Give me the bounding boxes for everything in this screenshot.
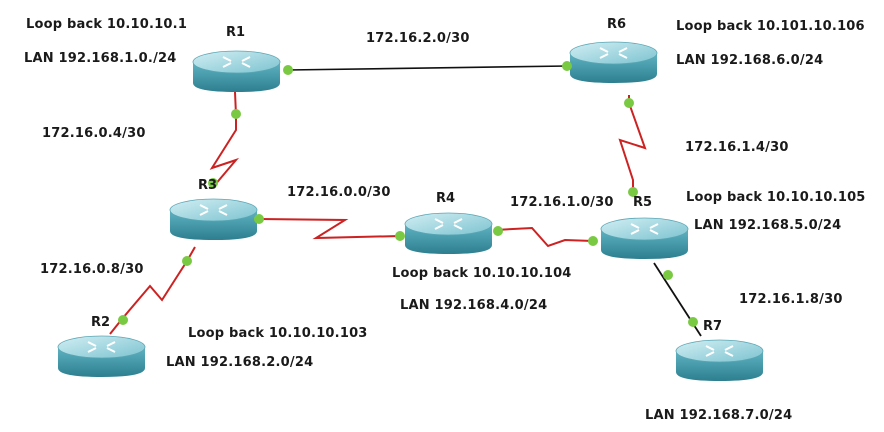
port-dot [182, 256, 192, 266]
r7-lan-label: LAN 192.168.7.0/24 [645, 408, 793, 423]
port-dot [395, 231, 405, 241]
port-dot [663, 270, 673, 280]
port-dot [624, 98, 634, 108]
port-dot [231, 109, 241, 119]
r5-lan-label: LAN 192.168.5.0/24 [694, 218, 842, 233]
router-name-r2: R2 [91, 315, 111, 330]
subnet-label-r3-r4: 172.16.0.0/30 [287, 185, 391, 200]
subnet-label-r5-r7: 172.16.1.8/30 [739, 292, 843, 307]
subnet-label-r1-r6: 172.16.2.0/30 [366, 31, 470, 46]
router-r2[interactable] [57, 335, 146, 377]
link-r4-r5 [494, 226, 594, 248]
link-r1-r3 [209, 91, 240, 187]
r6-loopback-label: Loop back 10.101.10.106 [676, 19, 865, 34]
router-r1[interactable] [192, 50, 281, 92]
port-dot [208, 178, 218, 188]
port-dot [254, 214, 264, 224]
subnet-label-r4-r5: 172.16.1.0/30 [510, 195, 614, 210]
r1-lan-label: LAN 192.168.1.0./24 [24, 51, 177, 66]
r5-loopback-label: Loop back 10.10.10.105 [686, 190, 866, 205]
router-r4[interactable] [404, 212, 493, 254]
r6-lan-label: LAN 192.168.6.0/24 [676, 53, 824, 68]
router-name-r7: R7 [703, 319, 723, 334]
r2-loopback-label: Loop back 10.10.10.103 [188, 326, 368, 341]
link-r6-r5 [618, 95, 647, 192]
router-name-r3: R3 [198, 178, 218, 193]
r4-loopback-label: Loop back 10.10.10.104 [392, 266, 572, 281]
port-dot [493, 226, 503, 236]
router-name-r4: R4 [436, 191, 456, 206]
link-r3-r4 [258, 218, 401, 240]
port-dot [688, 317, 698, 327]
router-r7[interactable] [675, 339, 764, 381]
router-r5[interactable] [600, 217, 689, 259]
port-dot [283, 65, 293, 75]
subnet-label-r3-r2: 172.16.0.8/30 [40, 262, 144, 277]
r2-lan-label: LAN 192.168.2.0/24 [166, 355, 314, 370]
r4-lan-label: LAN 192.168.4.0/24 [400, 298, 548, 313]
router-name-r5: R5 [633, 195, 653, 210]
port-dot [118, 315, 128, 325]
router-name-r1: R1 [226, 25, 246, 40]
link-r1-r6 [286, 65, 569, 71]
router-r6[interactable] [569, 41, 658, 83]
router-name-r6: R6 [607, 17, 627, 32]
router-r3[interactable] [169, 198, 258, 240]
port-dot [588, 236, 598, 246]
r1-loopback-label: Loop back 10.10.10.1 [26, 17, 188, 32]
port-dot [562, 61, 572, 71]
port-dot [628, 187, 638, 197]
subnet-label-r6-r5: 172.16.1.4/30 [685, 140, 789, 155]
subnet-label-r1-r3: 172.16.0.4/30 [42, 126, 146, 141]
